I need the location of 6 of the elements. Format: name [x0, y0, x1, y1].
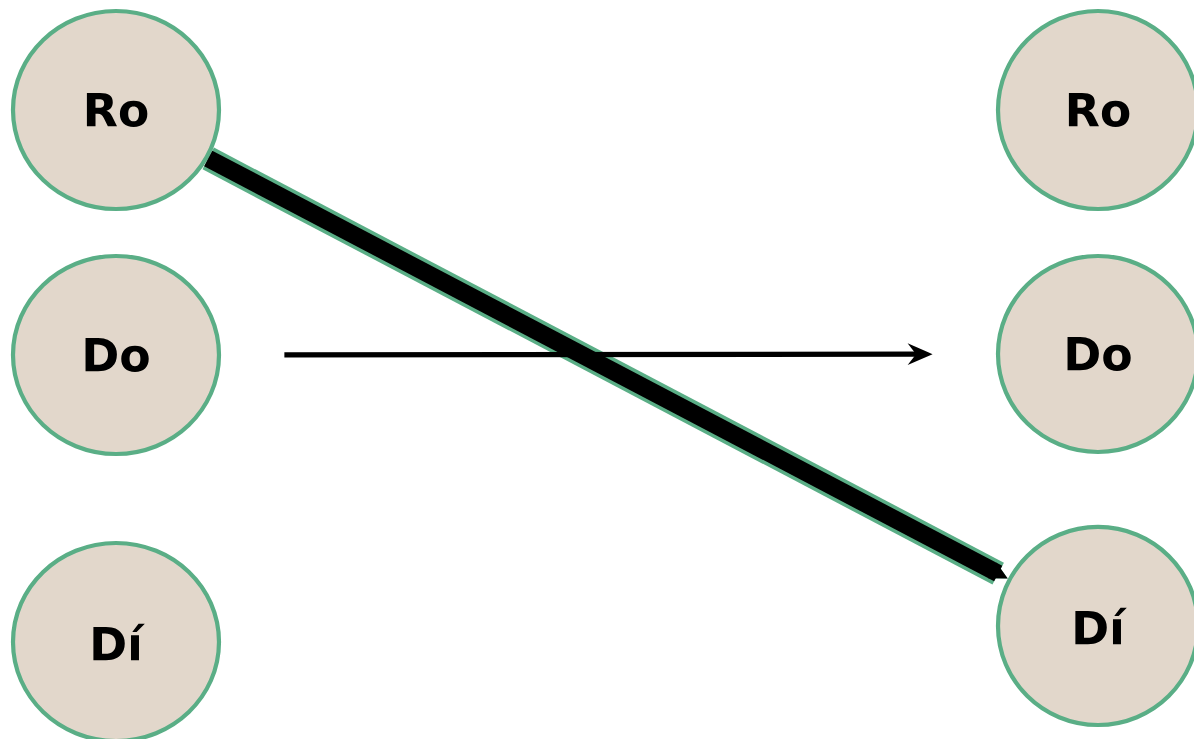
- circle-node: Dí: [995, 524, 1194, 728]
- circle-node: Ro: [995, 8, 1194, 212]
- circle-node: Do: [995, 253, 1194, 455]
- circle-node: Dí: [10, 540, 222, 739]
- circle-node: Ro: [10, 8, 222, 212]
- circle-node: Do: [10, 253, 222, 457]
